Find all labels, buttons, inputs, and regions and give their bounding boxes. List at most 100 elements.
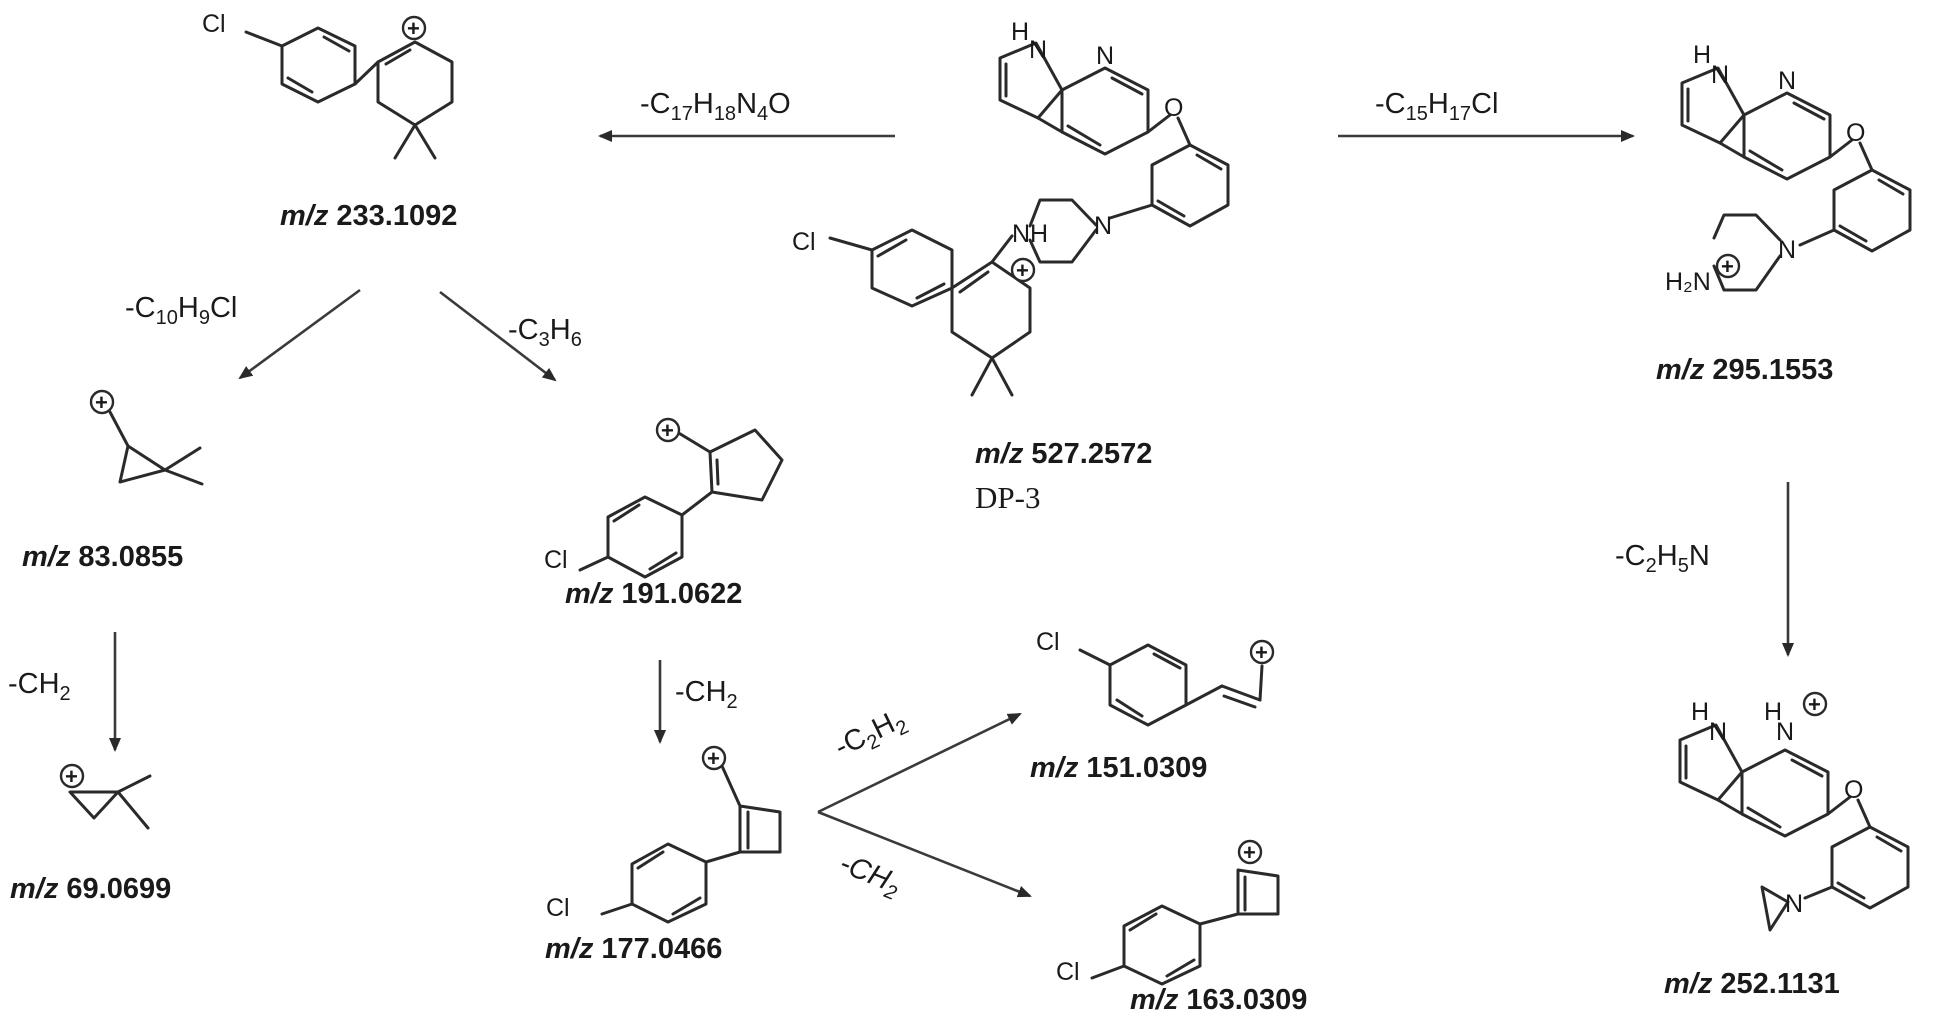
- formula-text: O: [768, 88, 791, 120]
- atom-nh: NH: [1012, 220, 1048, 248]
- atom-cl: Cl: [546, 894, 570, 922]
- formula-subscript: 17: [670, 102, 693, 125]
- charge-plus-icon: [401, 15, 427, 41]
- formula-subscript: 15: [1405, 102, 1428, 125]
- loss-label: -C15H17Cl: [1375, 88, 1498, 126]
- mz-label-parent: m/z 527.2572: [975, 438, 1152, 471]
- charge-plus-sign: +: [65, 764, 78, 789]
- formula-text: Cl: [209, 292, 238, 324]
- mz-label-69: m/z 69.0699: [10, 873, 171, 906]
- formula-text: -CH: [675, 676, 727, 708]
- mz-label-191: m/z 191.0622: [565, 578, 742, 611]
- atom-n: N: [1778, 236, 1796, 264]
- mz-value: 233.1092: [336, 200, 458, 232]
- loss-label: -CH2: [8, 668, 71, 706]
- mz-prefix: m/z: [1030, 752, 1079, 784]
- formula-subscript: 3: [538, 328, 550, 351]
- atom-o: O: [1164, 94, 1183, 122]
- atom-n: N: [1709, 718, 1727, 746]
- atom-cl: Cl: [202, 10, 226, 38]
- atom-h2n: H₂N: [1665, 268, 1711, 296]
- charge-plus-icon: [89, 389, 115, 415]
- mz-value: 69.0699: [66, 873, 172, 905]
- atom-h: H: [1691, 698, 1709, 726]
- structure-233: Cl +: [202, 10, 454, 160]
- atom-cl: Cl: [792, 228, 816, 256]
- mz-value: 295.1553: [1712, 354, 1834, 386]
- formula-text: -C: [125, 292, 156, 324]
- charge-plus-sign: +: [1721, 254, 1734, 279]
- mz-prefix: m/z: [565, 578, 614, 610]
- mz-value: 177.0466: [601, 933, 723, 965]
- compound-name: DP-3: [975, 480, 1041, 515]
- formula-subscript: 5: [1677, 554, 1689, 577]
- structure-177: Cl +: [546, 745, 782, 924]
- atom-n: N: [1711, 61, 1729, 89]
- formula-text: H: [692, 88, 714, 120]
- formula-text: H: [549, 314, 571, 346]
- mz-value: 151.0309: [1086, 752, 1208, 784]
- atom-n: N: [1778, 67, 1796, 95]
- structure-191: Cl +: [544, 417, 784, 579]
- structure-83: +: [89, 389, 204, 486]
- structure-252: H N H N + O N: [1678, 691, 1910, 932]
- formula-subscript: 4: [757, 102, 769, 125]
- formula-text: -C: [1375, 88, 1406, 120]
- loss-label: -C10H9Cl: [125, 292, 237, 330]
- charge-plus-icon: [1715, 253, 1741, 279]
- formula-text: N: [1688, 540, 1710, 572]
- mz-prefix: m/z: [1664, 968, 1713, 1000]
- mz-label-83: m/z 83.0855: [22, 541, 183, 574]
- mz-label-233: m/z 233.1092: [280, 200, 457, 233]
- loss-label: -CH2: [675, 676, 738, 714]
- charge-plus-icon: [655, 417, 681, 443]
- atom-n: N: [1029, 36, 1047, 64]
- mz-prefix: m/z: [975, 438, 1024, 470]
- charge-plus-icon: [1237, 839, 1263, 865]
- mz-label-295: m/z 295.1553: [1656, 354, 1833, 387]
- charge-plus-sign: +: [95, 390, 108, 415]
- formula-text: H: [1656, 540, 1678, 572]
- atom-n: N: [1785, 890, 1803, 918]
- loss-label: -C3H6: [508, 314, 582, 352]
- atom-h: H: [1764, 698, 1782, 726]
- atom-o: O: [1846, 119, 1865, 147]
- charge-plus-icon: [59, 763, 85, 789]
- mz-value: 163.0309: [1186, 984, 1308, 1016]
- structure-dp3-parent: H N N O N NH + Cl: [792, 18, 1230, 397]
- atom-cl: Cl: [544, 546, 568, 574]
- formula-text: -C: [508, 314, 539, 346]
- charge-plus-icon: [1249, 639, 1275, 665]
- formula-text: -C: [640, 88, 671, 120]
- arrow-233-to-83: [238, 288, 361, 380]
- charge-plus-sign: +: [661, 418, 674, 443]
- mz-label-252: m/z 252.1131: [1664, 968, 1840, 1001]
- formula-text: H: [1427, 88, 1449, 120]
- structure-163: Cl +: [1056, 839, 1280, 986]
- formula-text: -CH: [8, 668, 60, 700]
- arrow-177-to-163: [817, 810, 1032, 898]
- formula-subscript: 17: [1448, 102, 1472, 125]
- charge-plus-sign: +: [1016, 258, 1029, 283]
- mz-prefix: m/z: [10, 873, 59, 905]
- loss-label: -C2H5N: [1615, 540, 1710, 578]
- mz-label-177: m/z 177.0466: [545, 933, 722, 966]
- charge-plus-sign: +: [1255, 640, 1268, 665]
- charge-plus-sign: +: [1808, 692, 1821, 717]
- atom-cl: Cl: [1036, 628, 1060, 656]
- structure-295: H N N O N H₂N +: [1665, 41, 1912, 296]
- charge-plus-sign: +: [1243, 840, 1256, 865]
- atom-o: O: [1844, 776, 1863, 804]
- mz-value: 191.0622: [621, 578, 743, 610]
- formula-text: H: [177, 292, 199, 324]
- arrow-233-to-191: [439, 290, 557, 382]
- atom-h: H: [1011, 18, 1029, 46]
- formula-subscript: 18: [713, 102, 737, 125]
- formula-text: Cl: [1471, 88, 1499, 120]
- atom-n: N: [1776, 718, 1794, 746]
- formula-subscript: 2: [1645, 554, 1657, 577]
- mz-prefix: m/z: [1130, 984, 1179, 1016]
- mz-value: 527.2572: [1031, 438, 1153, 470]
- mz-value: 252.1131: [1720, 968, 1840, 1000]
